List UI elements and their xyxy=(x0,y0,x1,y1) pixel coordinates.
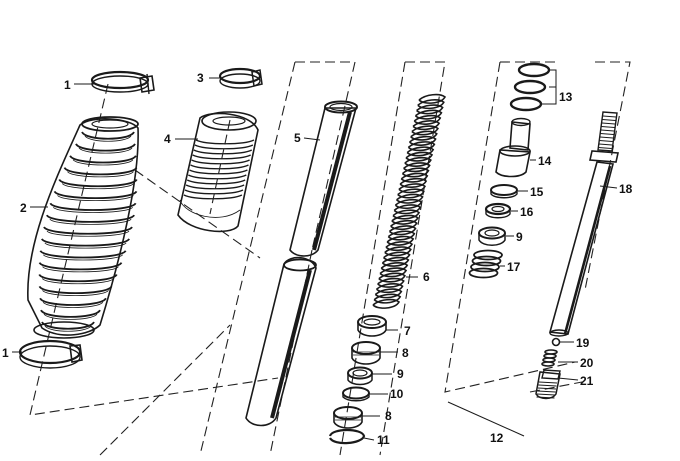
callout-5: 5 xyxy=(294,131,301,145)
part-10-washer xyxy=(342,386,370,402)
callout-9-b: 9 xyxy=(516,230,523,244)
group-frames xyxy=(29,61,631,456)
part-20-valve-spring xyxy=(541,349,558,367)
part-11-circlip xyxy=(328,428,366,445)
part-1-clamp-bottom xyxy=(18,339,83,369)
part-4-short-gaiter xyxy=(177,111,259,233)
part-8-threaded-ring-a xyxy=(351,341,381,365)
callout-8-a: 8 xyxy=(402,346,409,360)
callout-7: 7 xyxy=(404,324,411,338)
callout-12: 12 xyxy=(490,431,504,445)
callout-19: 19 xyxy=(576,336,590,350)
part-2-rubber-gaiter xyxy=(27,116,139,339)
part-3-small-clamp xyxy=(218,67,263,89)
callout-9-a: 9 xyxy=(397,367,404,381)
part-19-check-ball xyxy=(551,337,561,347)
part-17-small-spring xyxy=(468,249,503,279)
callout-21: 21 xyxy=(580,374,594,388)
callout-6: 6 xyxy=(423,270,430,284)
callout-1-bottom: 1 xyxy=(2,346,9,360)
part-14-valve-body xyxy=(495,117,531,178)
callout-1-top: 1 xyxy=(64,78,71,92)
callout-18: 18 xyxy=(619,182,633,196)
callout-10: 10 xyxy=(390,387,404,401)
part-9-ring-b xyxy=(478,226,506,246)
callout-8-b: 8 xyxy=(385,409,392,423)
callout-2: 2 xyxy=(20,201,27,215)
part-21-valve-fitting xyxy=(535,369,561,400)
leader-lines xyxy=(12,69,618,441)
callout-14: 14 xyxy=(538,154,552,168)
part-8-threaded-ring-b xyxy=(333,406,363,429)
part-18-damper-rod xyxy=(548,111,619,337)
callout-15: 15 xyxy=(530,185,544,199)
callout-20: 20 xyxy=(580,356,594,370)
callout-11: 11 xyxy=(377,433,390,447)
part-13-o-rings xyxy=(509,62,551,112)
callout-13: 13 xyxy=(559,90,573,104)
callout-16: 16 xyxy=(520,205,534,219)
part-6-fork-spring xyxy=(372,93,447,309)
part-9-ring-a xyxy=(347,366,373,386)
part-15-ring xyxy=(490,184,518,199)
callout-17: 17 xyxy=(507,260,521,274)
part-1-clamp-top xyxy=(90,70,155,95)
part-7-seal-ring xyxy=(357,315,387,337)
part-5-fork-tube xyxy=(245,100,358,427)
callout-4: 4 xyxy=(164,132,171,146)
part-16-ring xyxy=(484,202,512,219)
callout-3: 3 xyxy=(197,71,204,85)
callout-labels: 1 2 1 3 4 5 6 7 8 9 10 8 11 12 13 14 15 … xyxy=(2,71,633,447)
